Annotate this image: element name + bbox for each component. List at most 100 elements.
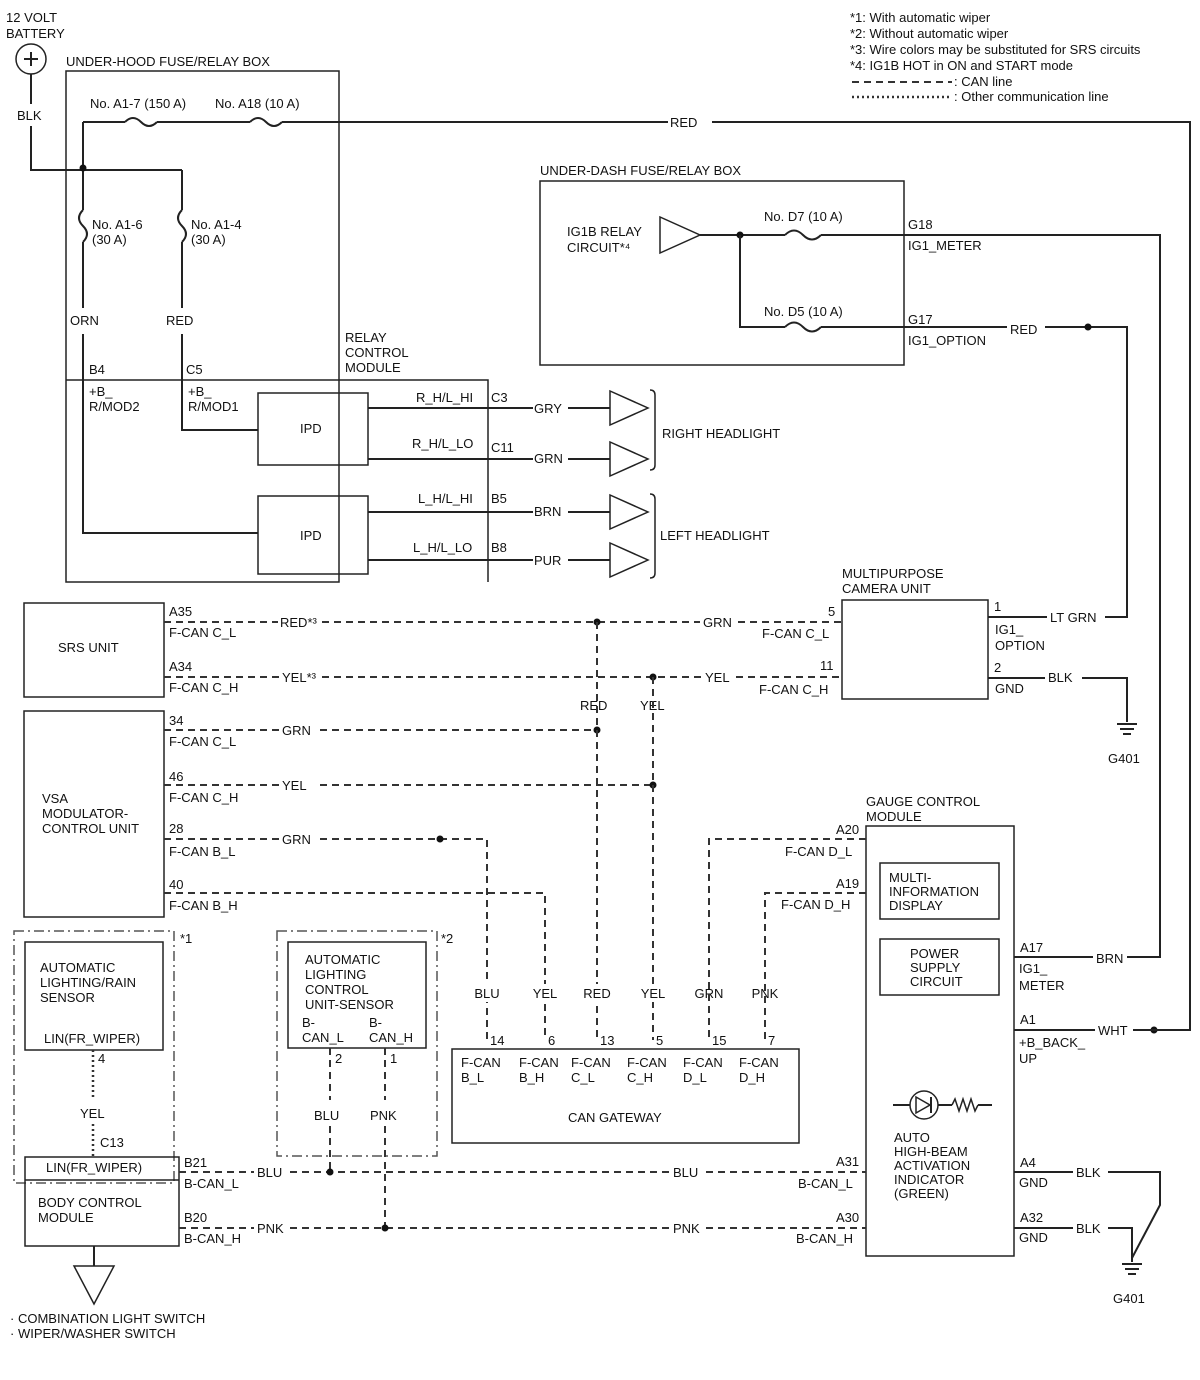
- bcm-frame: [24, 1156, 180, 1247]
- camera-pin-2-name: GND: [995, 681, 1024, 696]
- body-control-module: LIN(FR_WIPER) BODY CONTROL MODULE B21 B-…: [10, 1155, 866, 1341]
- indicator-label-3: ACTIVATION: [894, 1158, 970, 1173]
- gateway-wire-1: YEL: [533, 986, 558, 1001]
- gateway-wire-4: GRN: [695, 986, 724, 1001]
- gateway-pins: BLU14F-CANB_LYEL6F-CANB_HRED13F-CANC_LYE…: [461, 984, 781, 1085]
- wire-gauge-gnd1-b: [1108, 1171, 1161, 1259]
- wire-g17-b: [1045, 326, 1128, 618]
- can-gateway-title: CAN GATEWAY: [568, 1110, 662, 1125]
- gateway-pin-0: 14: [490, 1033, 504, 1048]
- gauge-pin-a1: A1: [1020, 1012, 1036, 1027]
- legend-other-text: : Other communication line: [954, 89, 1109, 104]
- gauge-pin-a1-name-1: +B_BACK_: [1019, 1035, 1086, 1050]
- ipd-1-label: IPD: [300, 421, 322, 436]
- indicator-led-icon: [909, 1090, 939, 1120]
- pin-c5-name-1: +B_: [188, 384, 212, 399]
- auto-light-bcanh-2: CAN_H: [369, 1030, 413, 1045]
- junction-vsa-bl: [436, 835, 444, 843]
- vsa-wire-yel: YEL: [282, 778, 307, 793]
- srs-wire-yel: YEL*³: [282, 670, 317, 685]
- sig-rhlo: R_H/L_LO: [412, 436, 473, 451]
- headlight-llo-icon: [609, 541, 650, 579]
- fuse-a17-label: No. A1-7 (150 A): [90, 96, 186, 111]
- relay-control-module: RELAY CONTROL MODULE B4 C5 +B_ R/MOD2 +B…: [66, 330, 780, 582]
- camera-wire-blk: BLK: [1048, 670, 1073, 685]
- gauge-pin-a30-name: B-CAN_H: [796, 1231, 853, 1246]
- gateway-pin-name-top-0: F-CAN: [461, 1055, 501, 1070]
- battery-label-2: BATTERY: [6, 26, 65, 41]
- pin-c5-name-2: R/MOD1: [188, 399, 239, 414]
- auto-rain-lin: LIN(FR_WIPER): [44, 1031, 140, 1046]
- can-gateway: CAN GATEWAY BLU14F-CANB_LYEL6F-CANB_HRED…: [451, 984, 800, 1144]
- fuse-a18-icon: [249, 117, 283, 127]
- camera-pin-1-name-1: IG1_: [995, 622, 1024, 637]
- legend-can-text: : CAN line: [954, 74, 1013, 89]
- can-gateway-frame: [451, 1048, 800, 1144]
- under-hood-title: UNDER-HOOD FUSE/RELAY BOX: [66, 54, 270, 69]
- gateway-pin-name-top-3: F-CAN: [627, 1055, 667, 1070]
- vsa-unit: VSA MODULATOR- CONTROL UNIT 34 F-CAN C_L…: [23, 710, 657, 1040]
- wire-pur-label: PUR: [534, 553, 561, 568]
- gateway-wire-2: RED: [583, 986, 610, 1001]
- auto-light-sensor-frame: [287, 941, 427, 1049]
- wire-brn-label: BRN: [534, 504, 561, 519]
- gauge-wire-blk-1: BLK: [1076, 1165, 1101, 1180]
- switch-label-1: · COMBINATION LIGHT SWITCH: [10, 1311, 205, 1326]
- relay-module-frame: [66, 379, 489, 582]
- headlight-rlo-icon: [609, 440, 650, 478]
- gauge-pin-a17-name-1: IG1_: [1019, 961, 1048, 976]
- auto-light-title-2: LIGHTING: [305, 967, 366, 982]
- right-headlight-label: RIGHT HEADLIGHT: [662, 426, 780, 441]
- gauge-pin-a32: A32: [1020, 1210, 1043, 1225]
- ipd-box-2: [257, 495, 369, 575]
- gauge-pin-a19-name: F-CAN D_H: [781, 897, 850, 912]
- camera-pin-1-name-2: OPTION: [995, 638, 1045, 653]
- bcm-title-2: MODULE: [38, 1210, 94, 1225]
- gauge-pin-a20-name: F-CAN D_L: [785, 844, 852, 859]
- srs-pin-a34: A34: [169, 659, 192, 674]
- gauge-pin-a30: A30: [836, 1210, 859, 1225]
- fuse-a16-icon: [78, 209, 88, 243]
- fuse-a18-label: No. A18 (10 A): [215, 96, 300, 111]
- vsa-pin-34: 34: [169, 713, 183, 728]
- srs-unit: SRS UNIT A35 F-CAN C_L A34 F-CAN C_H RED…: [23, 602, 702, 698]
- fuse-a14-label-2: (30 A): [191, 232, 226, 247]
- camera-unit-frame: [841, 599, 989, 700]
- bcm-lin: LIN(FR_WIPER): [46, 1160, 142, 1175]
- camera-pin-5-name: F-CAN C_L: [762, 626, 829, 641]
- wire-gauge-gnd2-b: [1108, 1227, 1133, 1262]
- sig-lhlo: L_H/L_LO: [413, 540, 472, 555]
- gauge-module-frame: [865, 825, 1015, 1257]
- gauge-pin-a4-name: GND: [1019, 1175, 1048, 1190]
- wire-red-main-b: [712, 121, 1191, 1031]
- pin-c5: C5: [186, 362, 203, 377]
- vsa-pin-34-name: F-CAN C_L: [169, 734, 236, 749]
- camera-wire-grn: GRN: [703, 615, 732, 630]
- gauge-pin-a31: A31: [836, 1154, 859, 1169]
- psc-label-1: POWER: [910, 946, 959, 961]
- fuse-d5-icon: [784, 321, 822, 333]
- pin-g17-name: IG1_OPTION: [908, 333, 986, 348]
- wire-orn-c: [82, 334, 258, 534]
- auto-light-bcanl-2: CAN_L: [302, 1030, 344, 1045]
- switch-label-2: · WIPER/WASHER SWITCH: [10, 1326, 176, 1341]
- gateway-wire-5: PNK: [752, 986, 779, 1001]
- junction-orn: [79, 164, 87, 172]
- auto-light-pin-1: 1: [390, 1051, 397, 1066]
- gateway-pin-name-top-5: F-CAN: [739, 1055, 779, 1070]
- headlight-lhi-icon: [609, 493, 650, 531]
- wire-red-main-label: RED: [670, 115, 697, 130]
- wire-g18: [821, 234, 1161, 958]
- auto-rain-pin-4: 4: [98, 1051, 105, 1066]
- relay-circuit-icon: [659, 215, 702, 255]
- vsa-pin-28: 28: [169, 821, 183, 836]
- pin-b5: B5: [491, 491, 507, 506]
- bcm-pin-b21-name: B-CAN_L: [184, 1176, 239, 1191]
- camera-title-2: CAMERA UNIT: [842, 581, 931, 596]
- pin-b4: B4: [89, 362, 105, 377]
- gateway-pin-2: 13: [600, 1033, 614, 1048]
- ground-2-label: G401: [1113, 1291, 1145, 1306]
- psc-label-3: CIRCUIT: [910, 974, 963, 989]
- gauge-pin-a4: A4: [1020, 1155, 1036, 1170]
- auto-light-sensor-dashed-frame: [276, 930, 438, 1157]
